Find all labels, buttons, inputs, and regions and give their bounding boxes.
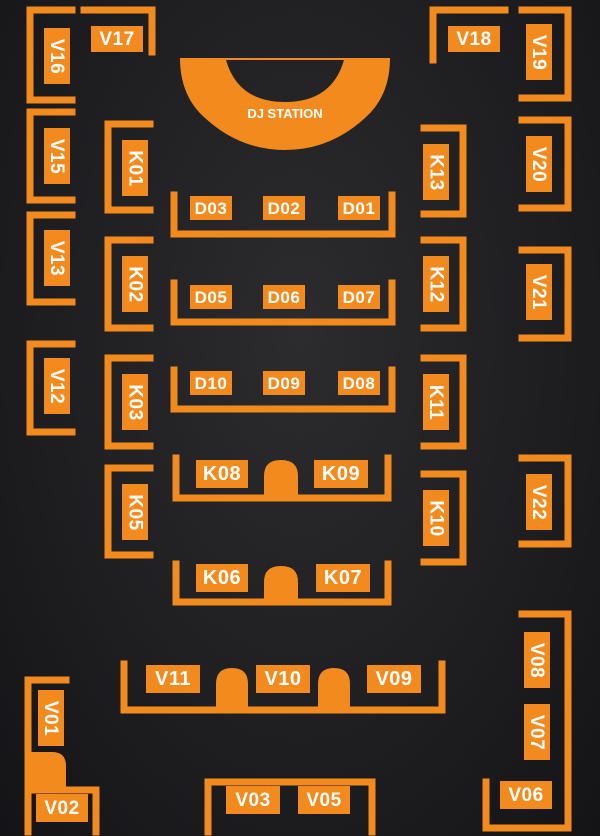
bracket-v12	[26, 340, 76, 436]
table-v22[interactable]: V22	[526, 474, 552, 530]
table-v10[interactable]: V10	[256, 665, 310, 693]
bracket-v18	[429, 6, 509, 64]
bracket-d-row1	[170, 191, 396, 238]
table-k11[interactable]: K11	[423, 374, 449, 430]
bracket-v11-v09	[120, 660, 446, 714]
table-v06[interactable]: V06	[500, 781, 552, 809]
table-k10[interactable]: K10	[423, 490, 449, 546]
bracket-d-row2	[170, 279, 396, 326]
table-k03[interactable]: K03	[122, 374, 148, 430]
pillar-v11-v10	[216, 668, 248, 710]
table-k06[interactable]: K06	[196, 564, 248, 592]
table-k05[interactable]: K05	[122, 484, 148, 540]
table-v21[interactable]: V21	[526, 264, 552, 320]
table-v12[interactable]: V12	[44, 358, 70, 414]
bracket-v21	[518, 246, 572, 342]
bracket-v19	[518, 6, 572, 102]
bracket-k03	[104, 354, 154, 450]
dj-station-label: DJ STATION	[247, 106, 323, 121]
table-k02[interactable]: K02	[122, 256, 148, 312]
table-v16[interactable]: V16	[44, 28, 70, 84]
table-k12[interactable]: K12	[423, 256, 449, 312]
table-d03[interactable]: D03	[190, 196, 232, 220]
bracket-v13	[26, 211, 76, 306]
bracket-d-row3	[170, 366, 396, 413]
table-d06[interactable]: D06	[263, 285, 305, 309]
table-v03[interactable]: V03	[226, 786, 280, 814]
table-v15[interactable]: V15	[44, 128, 70, 184]
pillar-k08-k09	[264, 460, 298, 498]
table-v20[interactable]: V20	[526, 136, 552, 192]
table-k13[interactable]: K13	[423, 144, 449, 200]
table-k07[interactable]: K07	[316, 564, 370, 592]
table-d02[interactable]: D02	[263, 196, 305, 220]
table-d10[interactable]: D10	[190, 371, 232, 395]
table-v19[interactable]: V19	[526, 24, 552, 80]
bracket-k11	[420, 354, 467, 450]
pillar-k06-k07	[264, 566, 298, 602]
bracket-v22	[518, 454, 572, 548]
table-v09[interactable]: V09	[367, 665, 421, 693]
bracket-v20	[518, 116, 572, 212]
table-v13[interactable]: V13	[44, 230, 70, 286]
dj-station-shape	[180, 58, 390, 150]
bracket-v03-v05	[204, 778, 376, 836]
table-d08[interactable]: D08	[338, 371, 380, 395]
table-v08[interactable]: V08	[524, 632, 550, 688]
bracket-k05	[104, 464, 154, 559]
table-d09[interactable]: D09	[263, 371, 305, 395]
table-v02[interactable]: V02	[36, 794, 88, 822]
table-k01[interactable]: K01	[122, 140, 148, 196]
table-k09[interactable]: K09	[314, 460, 368, 488]
table-v17[interactable]: V17	[91, 26, 143, 52]
bracket-v15	[26, 108, 76, 204]
table-v18[interactable]: V18	[448, 26, 500, 52]
pillar-v10-v09	[318, 668, 350, 710]
table-v01[interactable]: V01	[38, 690, 64, 746]
table-d07[interactable]: D07	[338, 285, 380, 309]
bracket-k13	[420, 124, 467, 218]
wall-v06-v08	[482, 610, 572, 832]
table-v11[interactable]: V11	[146, 665, 200, 693]
bracket-v17	[80, 6, 156, 56]
table-v07[interactable]: V07	[524, 704, 550, 760]
bracket-k10	[420, 470, 467, 566]
bracket-k12	[420, 236, 467, 332]
pillar-v01	[28, 752, 66, 790]
table-k08[interactable]: K08	[196, 460, 248, 488]
table-d05[interactable]: D05	[190, 285, 232, 309]
bracket-k02	[104, 236, 154, 332]
bracket-k01	[104, 120, 154, 214]
bracket-v16	[26, 6, 76, 104]
table-d01[interactable]: D01	[338, 196, 380, 220]
table-v05[interactable]: V05	[298, 786, 350, 814]
